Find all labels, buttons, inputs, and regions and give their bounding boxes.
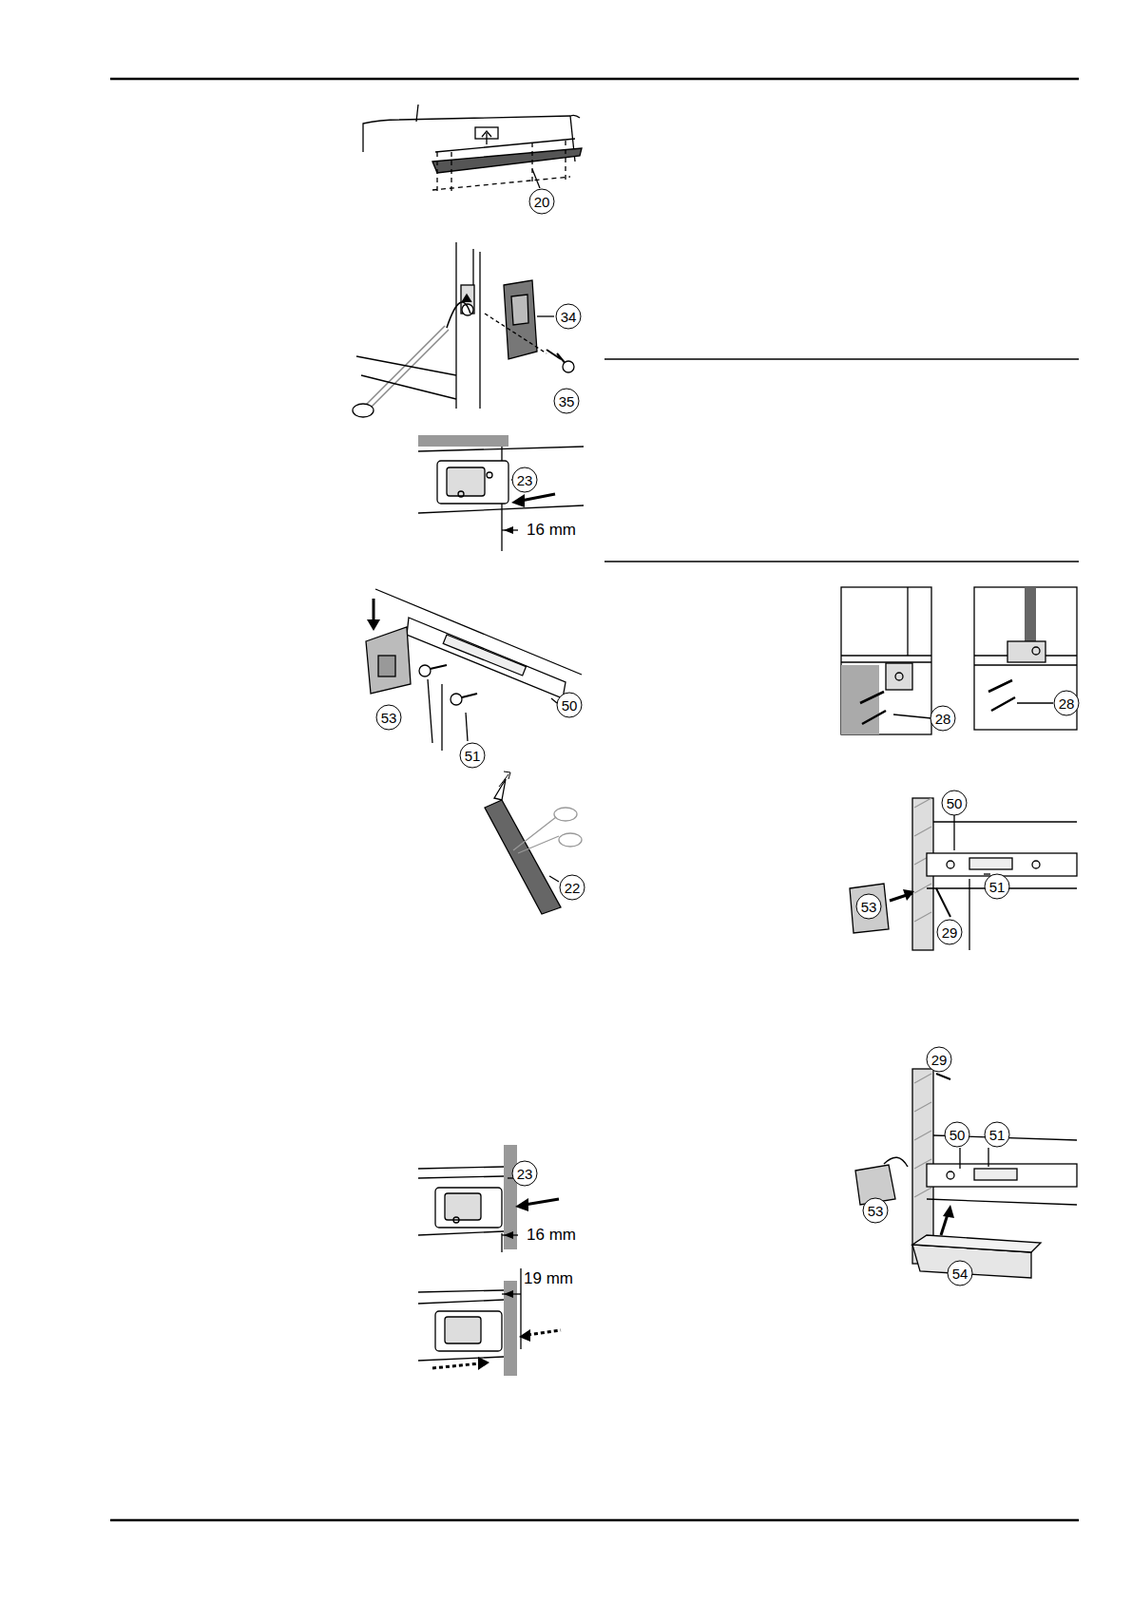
callout-number: 53 <box>863 1198 889 1225</box>
hinge-plate-figure <box>352 242 575 418</box>
section-rule <box>604 560 1079 563</box>
rail-cover-figure <box>855 1069 1077 1279</box>
section-rule <box>604 358 1079 361</box>
rail-mount-figure <box>849 798 1077 951</box>
dimension-label: 16 mm <box>524 521 578 540</box>
callout-number: 54 <box>947 1261 974 1287</box>
callout-number: 51 <box>460 743 486 769</box>
callout-number: 22 <box>559 875 586 902</box>
callout-number: 50 <box>941 790 968 817</box>
dimension-label: 19 mm <box>521 1270 576 1289</box>
hinge-adjust-figure <box>418 435 584 552</box>
dimension-label: 16 mm <box>524 1227 578 1246</box>
callout-number: 53 <box>376 705 403 731</box>
cover-strip-figure <box>363 104 582 195</box>
callout-number: 53 <box>856 894 883 921</box>
callout-number: 28 <box>930 706 957 732</box>
callout-number: 51 <box>984 874 1011 901</box>
callout-number: 23 <box>512 1161 538 1188</box>
callout-number: 50 <box>556 692 583 719</box>
footer-rule <box>110 1519 1079 1523</box>
callout-number: 28 <box>1054 690 1080 717</box>
callout-number: 34 <box>556 304 582 330</box>
callout-number: 23 <box>512 467 538 494</box>
callout-number: 50 <box>944 1122 971 1149</box>
callout-number: 35 <box>554 388 580 415</box>
callout-number: 29 <box>926 1047 953 1074</box>
bracket-screw-figure <box>841 587 1077 735</box>
header-rule <box>110 77 1079 81</box>
rail-fixing-figure <box>365 589 582 751</box>
callout-number: 29 <box>937 920 963 946</box>
callout-number: 20 <box>529 189 556 215</box>
callout-number: 51 <box>984 1122 1011 1149</box>
